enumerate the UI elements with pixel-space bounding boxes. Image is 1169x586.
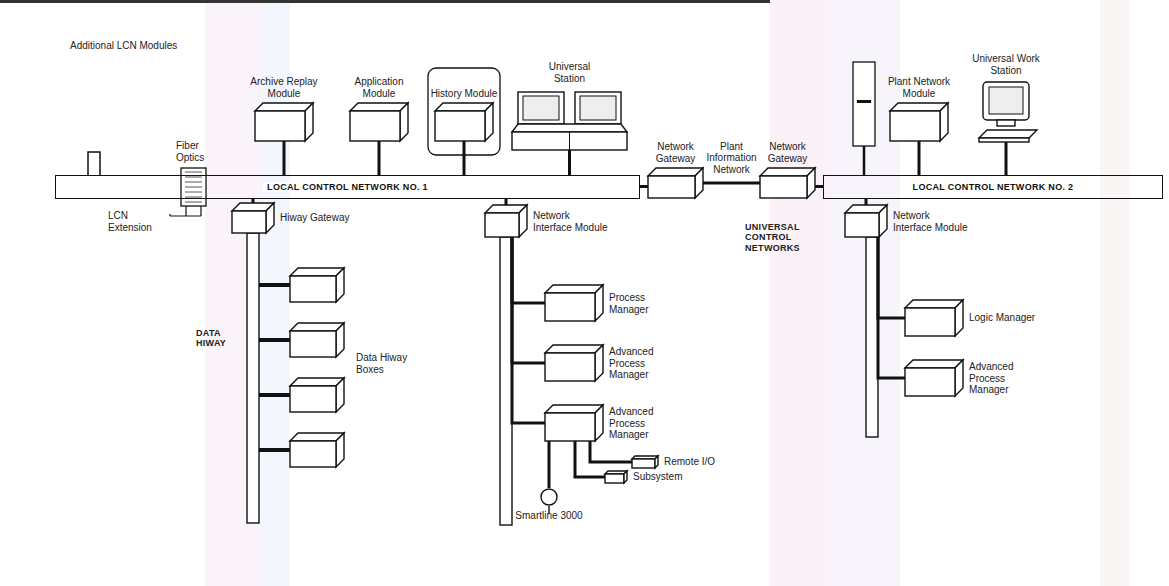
node-label: Smartline 3000 [515,510,582,522]
network-connector [512,237,545,303]
gateway-box: Network Gateway [648,168,703,198]
work-station: Universal Work Station [975,80,1037,142]
controller-box: Advanced Process Manager [905,360,963,396]
subsystem-box: Subsystem [605,471,627,483]
interface-box: Network Interface Module [485,205,527,237]
controller-box: Advanced Process Manager [545,345,603,381]
node-label: Advanced Process Manager [609,406,687,441]
node-label: Network Gateway [752,141,824,164]
node-label: Network Gateway [640,141,712,164]
network-connector [568,150,571,175]
network-bus: LOCAL CONTROL NETWORK NO. 2 [823,175,1163,199]
gateway-box: Hiway Gateway [232,203,274,233]
part-label: Fiber Optics [176,140,216,163]
edge-label: Plant Information Network [704,141,760,176]
module-box: Application Module [350,103,408,141]
interface-box: Network Interface Module [845,205,887,237]
network-connector [918,141,921,175]
network-connector [505,199,508,205]
module-box: History Module [435,103,493,141]
node-label: Logic Manager [969,312,1035,324]
network-connector [1005,142,1008,175]
node-label: Archive Replay Module [248,76,320,99]
network-connector [815,185,823,188]
controller-box: Process Manager [545,285,603,321]
network-bus: LOCAL CONTROL NETWORK NO. 1 [55,175,640,199]
module-box: Archive Replay Module [255,103,313,141]
bus-title: LOCAL CONTROL NETWORK NO. 2 [909,182,1078,192]
transmitter-symbol: Smartline 3000 [540,488,558,506]
network-connector [512,237,545,423]
node-label: Subsystem [633,471,682,483]
network-connector [283,141,286,175]
network-connector [865,199,868,205]
node-label: Process Manager [609,292,687,315]
network-connector [640,185,648,188]
node-label: Hiway Gateway [280,212,349,224]
part-label: LCN Extension [108,210,168,233]
bus-title: LOCAL CONTROL NETWORK NO. 1 [263,182,432,192]
network-label: DATA HIWAY [196,328,240,349]
network-connector [548,441,551,488]
gateway-box: Network Gateway [760,168,815,198]
node-label: Advanced Process Manager [609,346,687,381]
network-connector [878,237,905,378]
network-connector [575,441,605,477]
node-label: Network Interface Module [893,210,971,233]
controller-box: Advanced Process Manager [545,405,603,441]
station-console: Universal Station [512,88,627,150]
network-connector [463,141,466,175]
node-label: Application Module [343,76,415,99]
network-label: UNIVERSAL CONTROL NETWORKS [745,222,829,253]
node-label: Universal Work Station [970,53,1042,76]
network-connector [590,441,632,462]
network-connector [703,182,760,185]
module-box: Plant Network Module [890,103,948,141]
network-connector [512,237,545,363]
io-box: Remote I/O [632,456,658,468]
node-label: Remote I/O [664,456,715,468]
controller-box: Logic Manager [905,300,963,336]
network-connector [878,237,905,318]
part-label: Data Hiway Boxes [356,352,412,375]
node-label: Plant Network Module [883,76,955,99]
node-label: History Module [431,88,498,100]
node-label: Advanced Process Manager [969,361,1047,396]
network-connector [378,141,381,175]
note-label: Additional LCN Modules [70,40,177,52]
node-label: Network Interface Module [533,210,611,233]
node-label: Universal Station [534,61,606,84]
